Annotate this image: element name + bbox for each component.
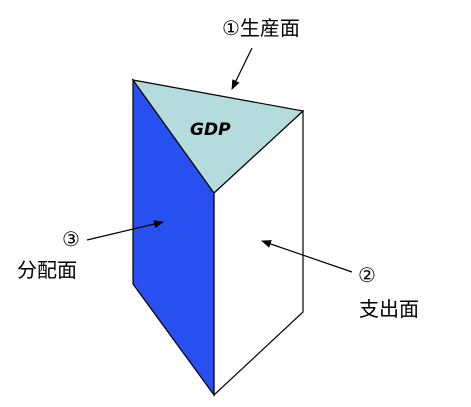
production-face-arrow (231, 47, 253, 90)
prism-top-face (131, 79, 305, 194)
expenditure-face-label: 支出面 (359, 297, 419, 321)
expenditure-face-arrow (261, 240, 353, 273)
distribution-face-label: 分配面 (17, 258, 77, 282)
production-face-label: ①生産面 (222, 16, 300, 40)
distribution-face-number: ③ (62, 227, 80, 251)
distribution-face-arrow (86, 220, 164, 241)
gdp-label: GDP (190, 120, 231, 140)
expenditure-face-number: ② (358, 263, 376, 287)
